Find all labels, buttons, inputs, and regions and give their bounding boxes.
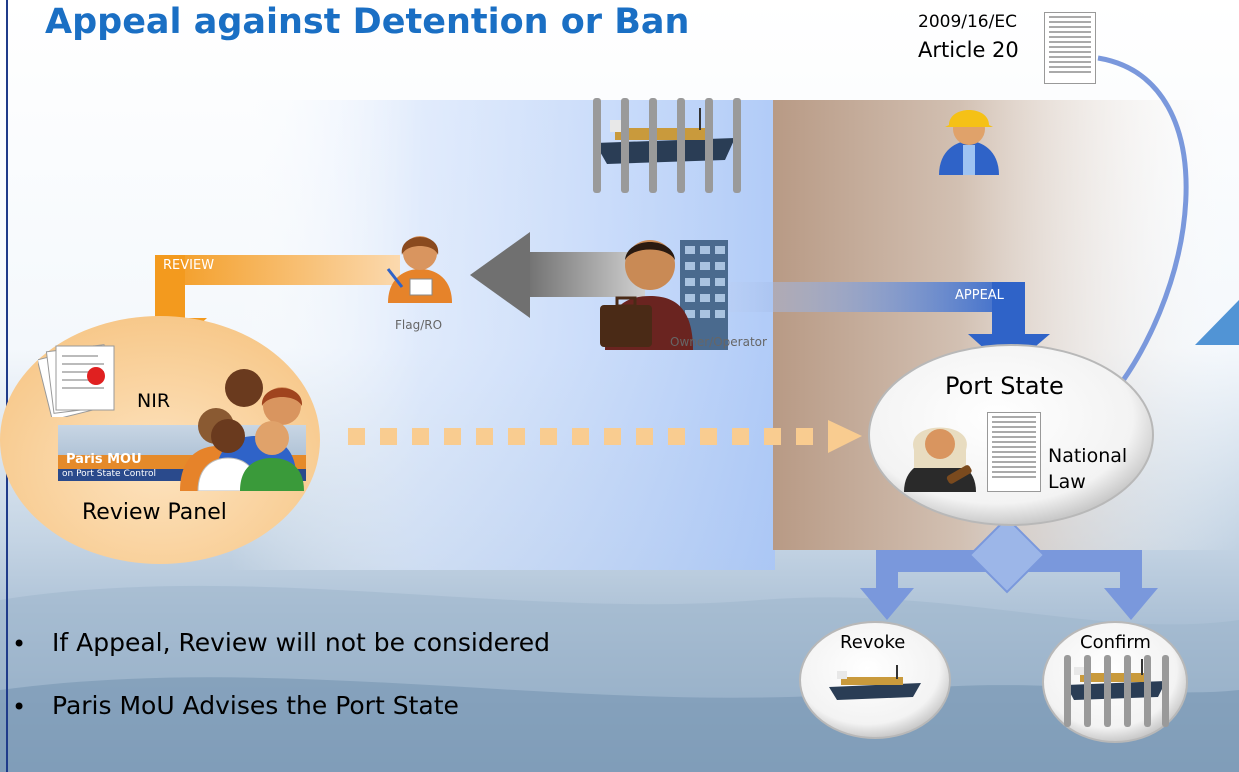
directive-document-icon (1044, 12, 1096, 84)
bullet-marker-1: • (12, 630, 27, 658)
slide-title: Appeal against Detention or Ban (45, 2, 690, 42)
national-law-label: National Law (1048, 445, 1128, 493)
review-panel-label: Review Panel (82, 500, 227, 525)
inspector-icon (939, 110, 999, 175)
confirm-detained-ship-icon (1064, 655, 1169, 727)
flag-ro-person-icon (386, 236, 452, 303)
directive-article: Article 20 (918, 38, 1019, 62)
revoke-label: Revoke (840, 632, 906, 653)
flag-ro-label: Flag/RO (395, 318, 443, 332)
nir-label: NIR (137, 390, 171, 412)
bullet-marker-2: • (12, 693, 27, 721)
bullet-item-2: Paris MoU Advises the Port State (52, 691, 459, 720)
decision-branch (860, 516, 1158, 620)
port-state-label: Port State (945, 372, 1064, 400)
review-arrow-label: REVIEW (163, 258, 215, 273)
national-law-document-icon (987, 412, 1041, 492)
directive-code: 2009/16/EC (918, 12, 1017, 32)
owner-operator-icon (600, 240, 728, 350)
bullet-item-1: If Appeal, Review will not be considered (52, 628, 551, 657)
judge-icon (904, 427, 976, 492)
paris-mou-logo-line2: on Port State Control (62, 469, 156, 479)
revoke-ship-icon (829, 665, 921, 700)
confirm-label: Confirm (1080, 632, 1151, 653)
owner-to-flag-arrow (470, 232, 645, 318)
nir-document-icon (38, 344, 115, 417)
detained-ship-icon (593, 98, 741, 193)
review-panel-people-icon (180, 369, 304, 491)
appeal-arrow-label: APPEAL (955, 288, 1004, 303)
owner-operator-label: Owner/Operator (670, 335, 767, 349)
dotted-advice-arrow (348, 420, 862, 453)
paris-mou-logo-line1: Paris MOU (66, 452, 142, 467)
